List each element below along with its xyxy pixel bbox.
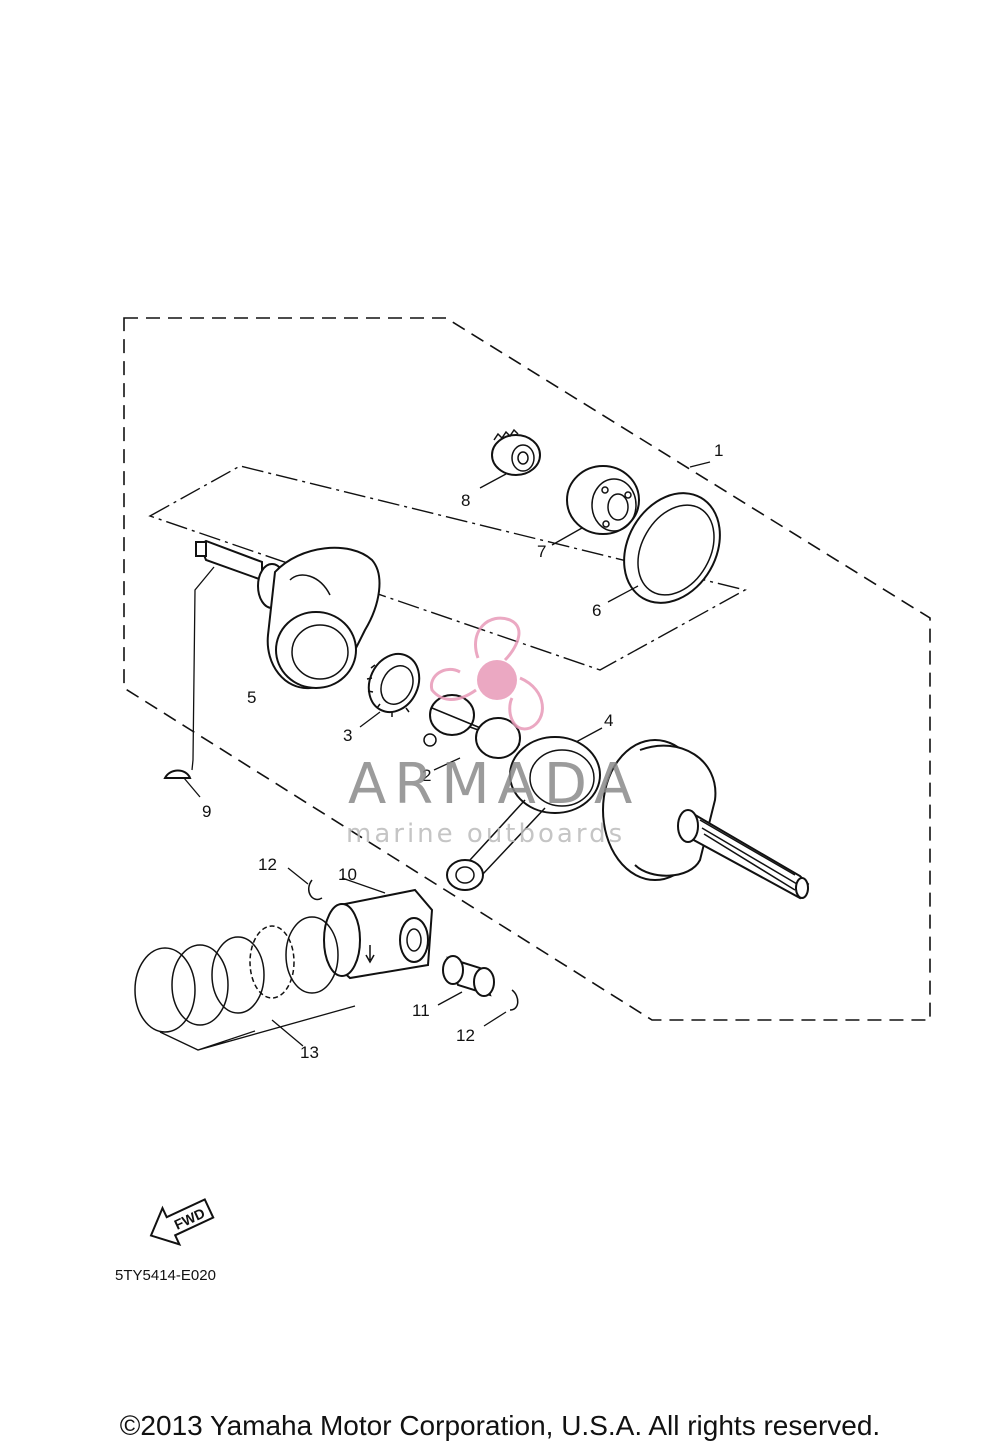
part-4-connecting-rod[interactable] — [446, 736, 601, 891]
callout-5: 5 — [247, 688, 256, 707]
copyright-notice: ©2013 Yamaha Motor Corporation, U.S.A. A… — [119, 1410, 881, 1441]
part-11-piston-pin[interactable] — [442, 955, 495, 997]
callout-11: 11 — [412, 1001, 430, 1020]
callout-9: 9 — [202, 802, 211, 821]
part-1-crankshaft-assembly[interactable] — [602, 739, 810, 900]
part-8-gear[interactable] — [491, 428, 541, 476]
crankshaft-group-boundary — [148, 465, 747, 671]
part-7-bearing[interactable] — [566, 465, 640, 535]
part-3-needle-bearing[interactable] — [360, 646, 429, 721]
callout-8: 8 — [461, 491, 470, 510]
part-10-piston[interactable] — [323, 888, 434, 980]
part-12-clip-upper[interactable] — [308, 879, 323, 901]
watermark-brand: ARMADA — [348, 752, 640, 817]
callout-6: 6 — [592, 601, 601, 620]
part-12-clip-lower[interactable] — [509, 989, 519, 1011]
part-13-piston-ring-set[interactable] — [134, 916, 339, 1033]
callout-10: 10 — [338, 865, 357, 884]
callout-3: 3 — [343, 726, 352, 745]
watermark-tagline: marine outboards — [346, 819, 625, 849]
watermark-logo-icon — [429, 616, 544, 731]
diagram-code: 5TY5414-E020 — [115, 1267, 216, 1284]
callout-1: 1 — [714, 441, 723, 460]
part-6-seal-ring[interactable] — [605, 476, 739, 620]
callout-2: 2 — [422, 766, 431, 785]
callout-13: 13 — [300, 1043, 319, 1062]
callout-12-lower: 12 — [456, 1026, 475, 1045]
assembly-boundary-dashed — [123, 317, 931, 1021]
callout-4: 4 — [604, 711, 613, 730]
part-9-woodruff-key[interactable] — [163, 769, 192, 779]
callout-7: 7 — [537, 542, 546, 561]
part-2-crank-pin[interactable] — [423, 694, 521, 760]
fwd-arrow-icon: FWD — [149, 1198, 215, 1246]
part-5-crank-half[interactable] — [195, 539, 381, 690]
callout-12-upper: 12 — [258, 855, 277, 874]
